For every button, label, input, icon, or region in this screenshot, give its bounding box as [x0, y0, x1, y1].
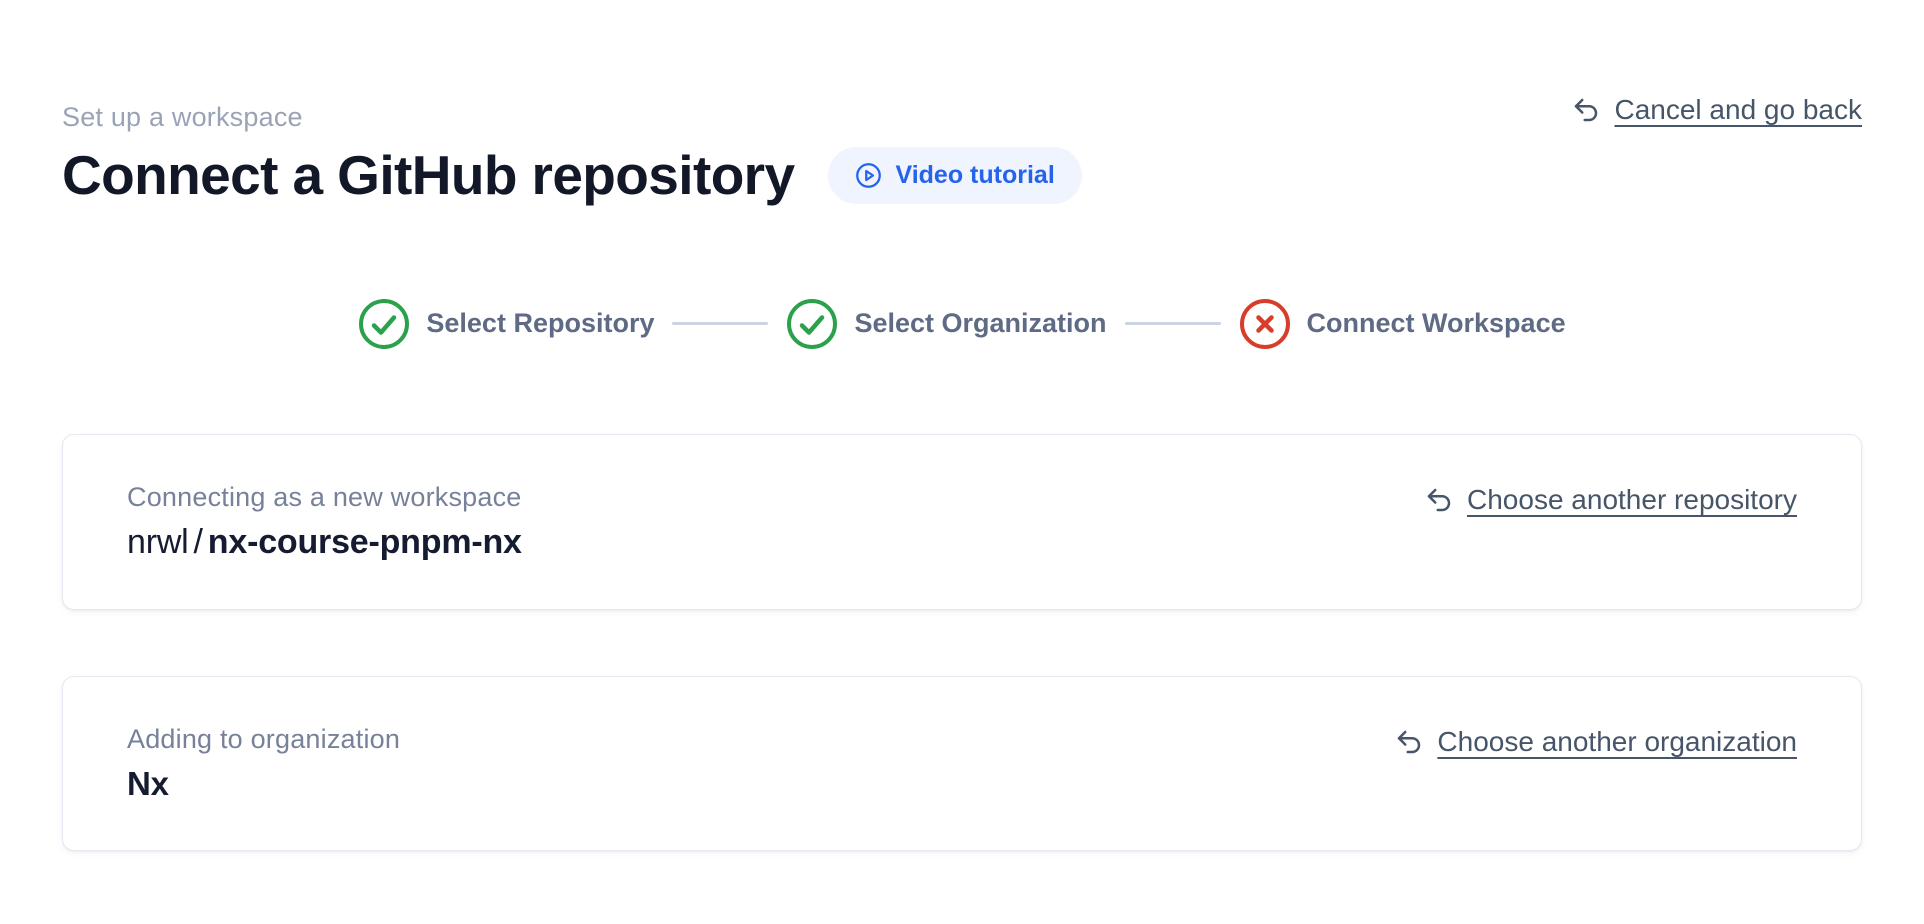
setup-workspace-page: Set up a workspace Cancel and go back Co… [62, 0, 1862, 851]
choose-another-organization-link[interactable]: Choose another organization [1394, 726, 1797, 758]
repository-card-info: Connecting as a new workspace nrwl/nx-co… [127, 482, 522, 562]
title-row: Connect a GitHub repository Video tutori… [62, 145, 1862, 206]
cancel-link-label: Cancel and go back [1614, 94, 1862, 125]
step-label: Select Repository [426, 308, 655, 338]
organization-card: Adding to organization Nx Choose another… [62, 675, 1862, 851]
repository-card-label: Connecting as a new workspace [127, 481, 522, 512]
step-connector-line [1124, 322, 1221, 325]
step-label: Connect Workspace [1306, 308, 1566, 338]
step-select-organization: Select Organization [786, 298, 1107, 350]
cancel-and-go-back-link[interactable]: Cancel and go back [1571, 94, 1862, 126]
undo-arrow-icon [1427, 488, 1451, 511]
choose-another-repository-link[interactable]: Choose another repository [1424, 484, 1797, 516]
step-connector-line [672, 322, 769, 325]
step-select-repository: Select Repository [358, 298, 654, 350]
page-header: Set up a workspace Cancel and go back [62, 0, 1862, 133]
step-connect-workspace: Connect Workspace [1239, 298, 1566, 350]
setup-stepper: Select Repository Select Organization Co… [62, 298, 1862, 350]
organization-card-label: Adding to organization [127, 723, 401, 754]
repository-card: Connecting as a new workspace nrwl/nx-co… [62, 433, 1862, 610]
organization-name: Nx [127, 764, 169, 802]
undo-arrow-icon [1575, 98, 1598, 122]
repository-name: nx-course-pnpm-nx [207, 522, 522, 561]
choose-organization-link-label: Choose another organization [1437, 725, 1797, 757]
check-circle-icon [787, 298, 838, 349]
video-tutorial-button[interactable]: Video tutorial [828, 146, 1082, 204]
repository-separator: / [193, 522, 203, 561]
page-title: Connect a GitHub repository [62, 144, 795, 206]
check-circle-icon [359, 298, 410, 349]
step-label: Select Organization [854, 308, 1107, 338]
undo-arrow-icon [1398, 730, 1421, 753]
repository-full-name: nrwl/nx-course-pnpm-nx [127, 523, 522, 562]
play-circle-icon [856, 162, 882, 188]
organization-card-info: Adding to organization Nx [127, 724, 400, 803]
video-tutorial-label: Video tutorial [895, 160, 1055, 189]
x-circle-icon [1239, 298, 1290, 349]
choose-repository-link-label: Choose another repository [1467, 483, 1797, 515]
page-eyebrow: Set up a workspace [62, 102, 303, 132]
repository-owner: nrwl [127, 522, 189, 561]
